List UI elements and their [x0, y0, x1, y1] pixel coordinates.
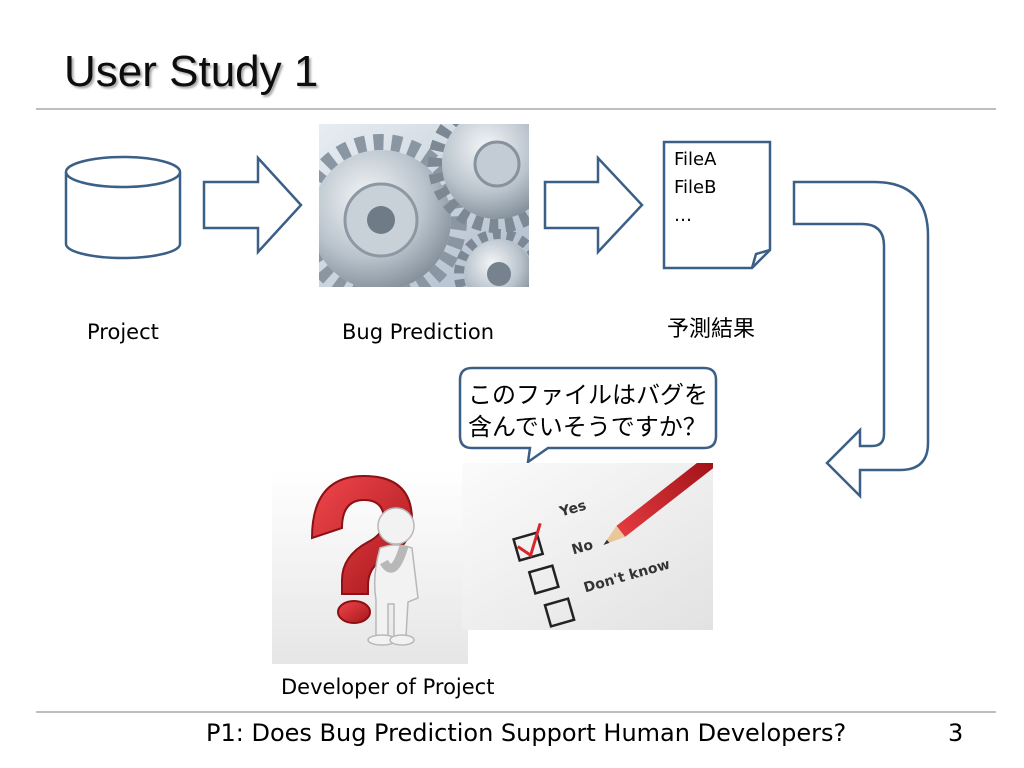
prediction-result-label: 予測結果 — [667, 317, 756, 342]
thinking-person-icon — [367, 507, 419, 646]
gears-image — [319, 124, 529, 287]
checkbox-icon — [527, 564, 560, 595]
checkbox-icon — [543, 597, 576, 628]
gear-icon — [454, 229, 529, 287]
footer-divider — [36, 711, 996, 713]
developer-question-image — [272, 468, 468, 664]
database-icon — [64, 155, 182, 260]
result-file-ellipsis: … — [674, 205, 692, 226]
speech-line: このファイルはバグを — [468, 381, 708, 409]
page-number: 3 — [948, 719, 964, 747]
result-file-item: FileA — [674, 149, 717, 170]
developer-label: Developer of Project — [281, 675, 495, 699]
result-file-item: FileB — [674, 177, 717, 198]
footer-text: P1: Does Bug Prediction Support Human De… — [206, 719, 847, 747]
title-divider — [36, 108, 996, 110]
result-file-list: FileA FileB … — [674, 146, 716, 230]
arrow-right-1 — [202, 154, 303, 256]
checkmark-icon — [516, 522, 542, 558]
u-turn-arrow — [792, 180, 930, 500]
slide-title: User Study 1 — [64, 47, 319, 96]
document-icon — [662, 140, 772, 270]
speech-line: 含んでいそうですか？ — [468, 413, 707, 441]
arrow-right-2 — [543, 154, 644, 256]
bug-prediction-label: Bug Prediction — [342, 320, 495, 344]
speech-bubble-text: このファイルはバグを 含んでいそうですか？ — [468, 379, 708, 443]
speech-bubble — [458, 366, 718, 465]
pencil-icon — [603, 452, 720, 545]
questionnaire-photo — [462, 452, 720, 630]
gear-icon — [428, 124, 529, 233]
question-mark-icon — [310, 474, 414, 624]
questionnaire-image: Yes No Don't know — [462, 452, 720, 630]
project-label: Project — [87, 320, 159, 344]
